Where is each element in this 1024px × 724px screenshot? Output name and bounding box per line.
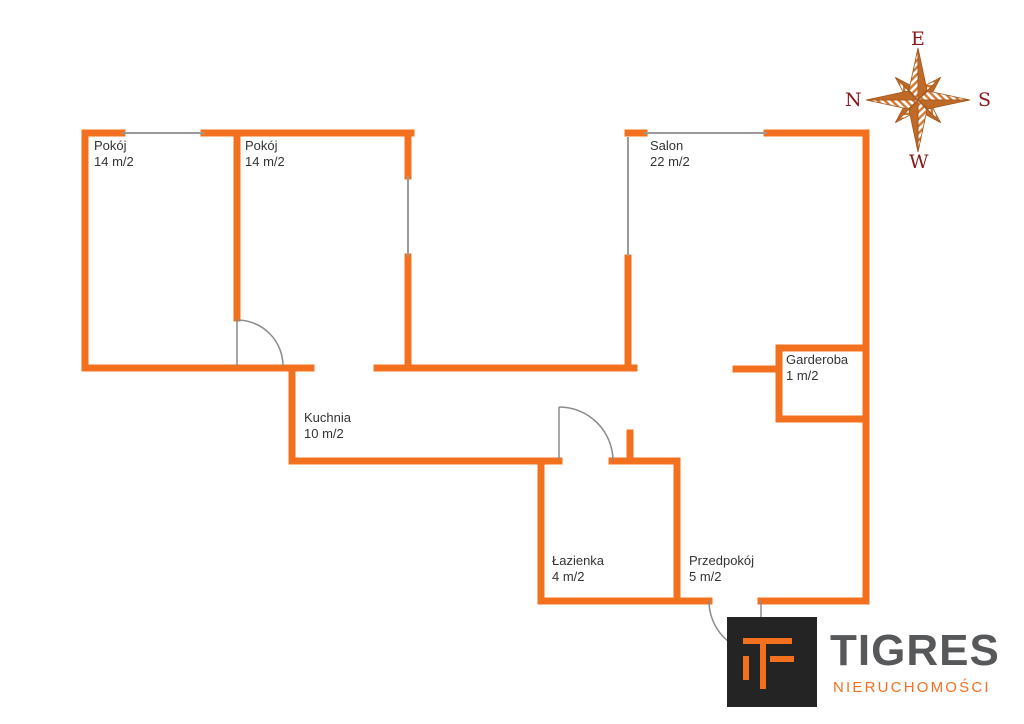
room-area: 22 m/2: [650, 154, 690, 169]
window-lines: [122, 132, 767, 257]
walls: [81, 129, 870, 605]
room-name: Przedpokój: [689, 553, 755, 568]
compass-letter-top: E: [911, 28, 925, 50]
room-label-przedpokoj: Przedpokój 5 m/2: [689, 553, 754, 585]
room-name: Pokój: [94, 138, 127, 153]
logo-title: TIGRES: [830, 626, 1000, 675]
room-name: Kuchnia: [304, 410, 351, 425]
compass-rose: [865, 47, 971, 153]
room-label-pokoj-1: Pokój 14 m/2: [94, 138, 134, 170]
room-area: 14 m/2: [245, 154, 285, 169]
room-label-salon: Salon 22 m/2: [650, 138, 690, 170]
room-area: 1 m/2: [786, 368, 819, 383]
room-label-kuchnia: Kuchnia 10 m/2: [304, 410, 351, 442]
room-label-garderoba: Garderoba 1 m/2: [786, 352, 848, 384]
logo-glyph-icon: [743, 638, 794, 689]
room-area: 5 m/2: [689, 569, 722, 584]
room-label-pokoj-2: Pokój 14 m/2: [245, 138, 285, 170]
room-name: Salon: [650, 138, 684, 153]
logo-subtitle: NIERUCHOMOŚCI: [833, 679, 991, 696]
compass-letter-right: S: [978, 89, 992, 111]
compass-letter-bottom: W: [909, 151, 929, 173]
logo-mark: [727, 617, 817, 707]
room-area: 4 m/2: [552, 569, 585, 584]
room-name: Garderoba: [786, 352, 849, 367]
room-name: Łazienka: [552, 553, 605, 568]
room-name: Pokój: [245, 138, 278, 153]
room-area: 10 m/2: [304, 426, 344, 441]
compass-letter-left: N: [845, 89, 862, 111]
room-area: 14 m/2: [94, 154, 134, 169]
door-arc-bathroom: [558, 406, 614, 462]
room-label-lazienka: Łazienka 4 m/2: [552, 553, 604, 585]
door-arc-rooms: [236, 319, 284, 367]
